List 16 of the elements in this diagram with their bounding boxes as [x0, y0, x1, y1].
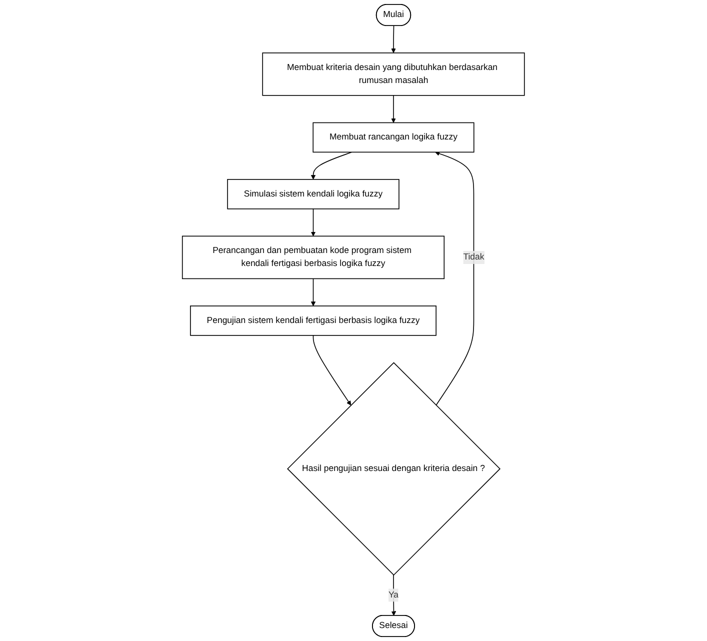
node-box: Pengujian sistem kendali fertigasi berbasis logika fuzzy: [190, 306, 437, 336]
edge-label: Ya: [388, 590, 399, 600]
node-box: Membuat rancangan logika fuzzy: [312, 122, 474, 153]
node-diamond: Hasil pengujian sesuai dengan kriteria desain ?: [287, 362, 501, 576]
arrow: [310, 208, 316, 236]
node-box: Simulasi sistem kendali logika fuzzy: [227, 179, 400, 210]
edge-label: Tidak: [463, 252, 484, 262]
arrow: [435, 151, 474, 406]
arrow: [391, 574, 396, 616]
arrow: [391, 95, 396, 123]
arrow: [312, 334, 352, 406]
node-box: Membuat kriteria desain yang dibutuhkan berdasarkan rumusan masalah: [262, 52, 525, 96]
arrow: [391, 26, 396, 54]
arrow: [310, 152, 352, 180]
node-box: Perancangan dan pembuatan kode program sistem kendali fertigasi berbasis logika fuzzy: [182, 236, 445, 280]
arrow: [310, 278, 316, 306]
